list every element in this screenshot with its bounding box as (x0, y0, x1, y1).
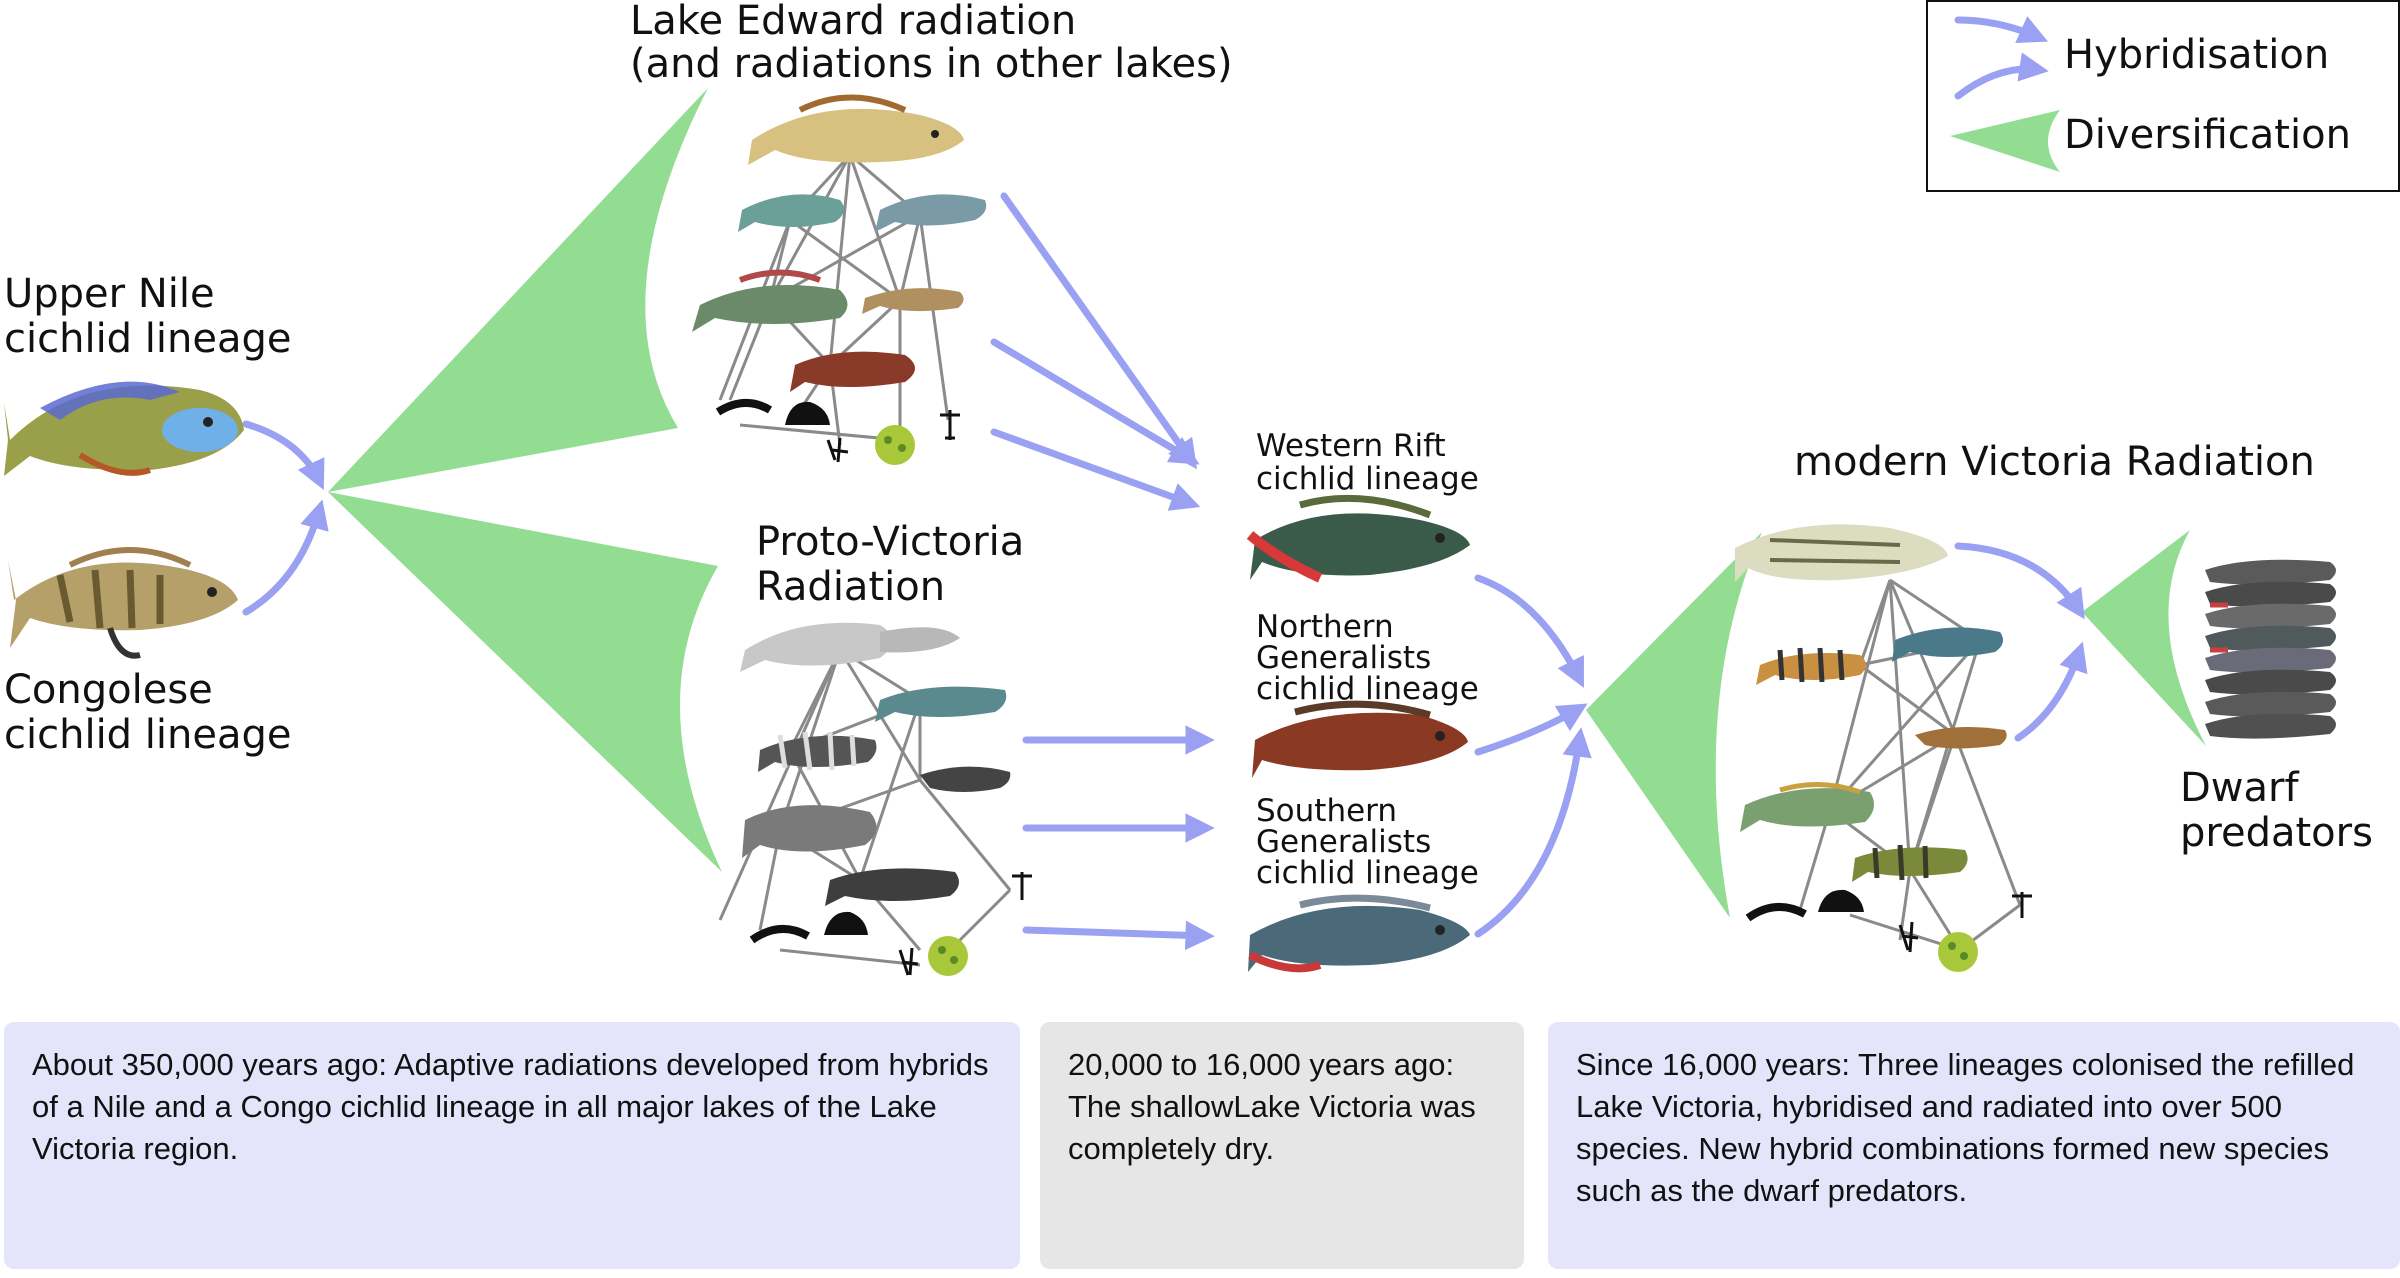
food-web-proto-victoria (718, 648, 1012, 967)
diversification-wedge-lake-edward (328, 88, 708, 492)
legend-symbols (1950, 16, 2060, 172)
hybridisation-arrow-northern (1474, 703, 1588, 756)
hybridisation-arrow-upper-nile (242, 420, 325, 490)
hybridisation-arrow-congolese (242, 499, 329, 616)
dwarf-predators-fish-stack (2205, 559, 2336, 739)
prey-icons-modern-victoria (1745, 889, 2032, 972)
hybridisation-arrow-southern (1474, 727, 1592, 938)
hybridisation-arrow-modern-2 (2014, 641, 2088, 742)
hybridisation-symbol (1954, 16, 2049, 100)
congolese-fish-image (8, 547, 238, 659)
prey-icons-proto-victoria (749, 872, 1032, 976)
northern-generalists-label: Northern Generalists cichlid lineage (1256, 609, 1479, 707)
modern-victoria-label: modern Victoria Radiation (1794, 439, 2315, 485)
upper-nile-label: Upper Nile cichlid lineage (4, 271, 292, 362)
proto-victoria-fish-group (738, 622, 1011, 906)
hybridisation-arrow-edward-2 (990, 338, 1200, 465)
southern-generalists-fish-image (1246, 894, 1470, 973)
prey-icons-lake-edward (715, 399, 960, 465)
congolese-label: Congolese cichlid lineage (4, 667, 292, 758)
western-rift-label: Western Rift cichlid lineage (1256, 428, 1479, 497)
modern-victoria-fish-group (1735, 524, 2007, 882)
panel-since-16000-years: Since 16,000 years: Three lineages colon… (1548, 1022, 2400, 1269)
diversification-wedge-proto-victoria (328, 492, 722, 872)
hybridisation-arrow-western-rift (1474, 574, 1584, 688)
panel-350000-years: About 350,000 years ago: Adaptive radiat… (4, 1022, 1020, 1269)
panel-dry-lake: 20,000 to 16,000 years ago: The shallowL… (1040, 1022, 1524, 1269)
diversification-wedge-modern-victoria (1586, 532, 1762, 918)
food-web-modern-victoria (1798, 578, 2022, 952)
western-rift-fish-image (1246, 494, 1470, 583)
diversification-wedge-dwarf-predators (2082, 530, 2206, 746)
legend-hybridisation-label: Hybridisation (2064, 32, 2330, 78)
dwarf-predators-label: Dwarf predators (2180, 765, 2373, 856)
hybridisation-arrow-modern-1 (1954, 542, 2085, 620)
proto-victoria-label: Proto-Victoria Radiation (756, 519, 1025, 610)
diversification-symbol (1950, 110, 2060, 172)
legend-diversification-label: Diversification (2064, 112, 2351, 158)
legend-box: Hybridisation Diversification (1926, 0, 2400, 192)
lake-edward-fish-group (690, 94, 987, 392)
hybridisation-arrow-edward-3 (990, 428, 1201, 511)
hybridisation-arrow-edward-1 (1000, 192, 1198, 470)
upper-nile-fish-image (4, 381, 244, 476)
lake-edward-label: Lake Edward radiation (and radiations in… (630, 0, 1233, 88)
hybridisation-arrow-proto-3 (1022, 920, 1215, 951)
northern-generalists-fish-image (1252, 700, 1468, 778)
southern-generalists-label: Southern Generalists cichlid lineage (1256, 793, 1479, 891)
